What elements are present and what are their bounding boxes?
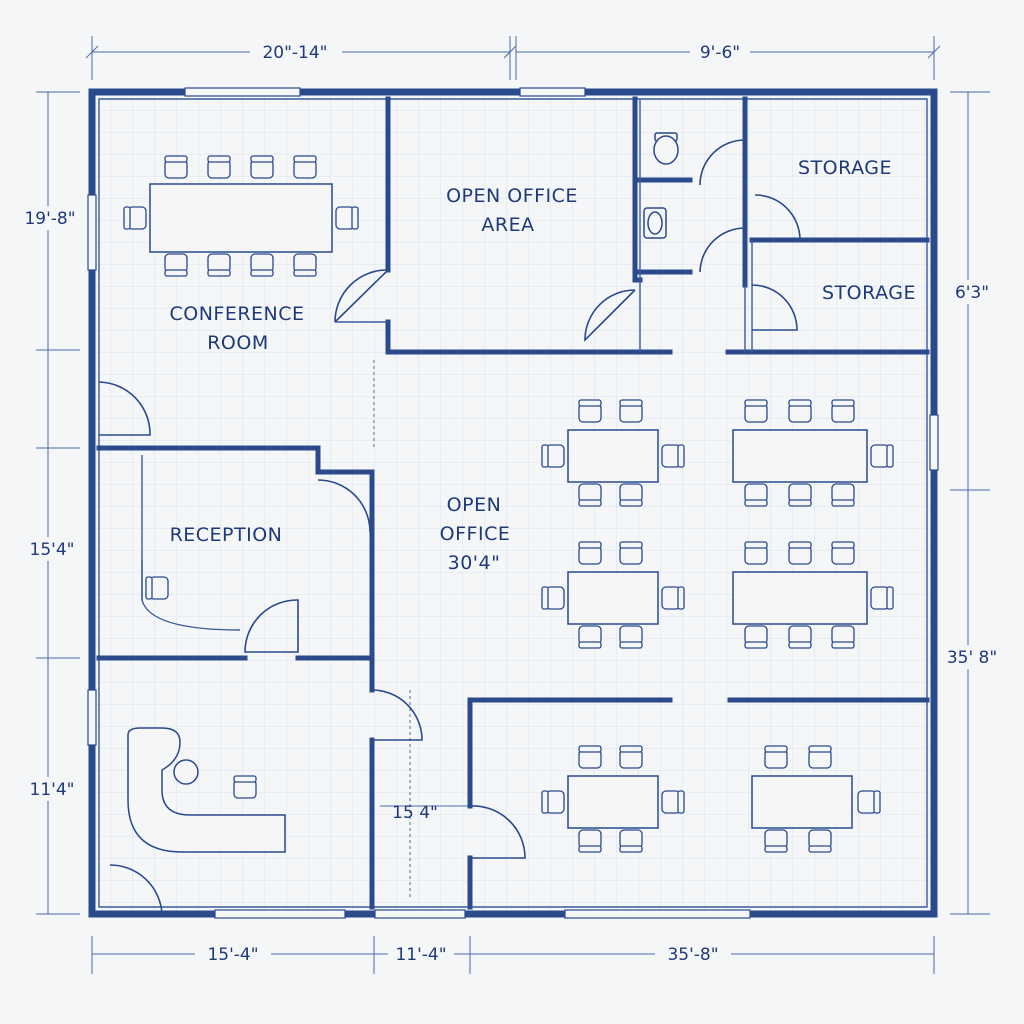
open-office-label-line2: OFFICE (440, 523, 511, 545)
bathroom-fixtures (643, 132, 679, 239)
dimension-right-upper: 6'3" (955, 283, 989, 303)
open-office-area-label: OPEN OFFICE (446, 185, 578, 207)
conference-table (123, 155, 359, 277)
conference-room-label-line2: ROOM (207, 332, 269, 354)
dimension-bottom-right: 35'-8" (667, 945, 718, 965)
dimension-left-middle: 15'4" (30, 540, 75, 560)
open-office-label: OPEN (447, 494, 502, 516)
workstation-cluster (541, 399, 894, 853)
dimension-top-left: 20"-14" (262, 43, 327, 63)
doors (98, 139, 801, 915)
open-office-area-label-line2: AREA (481, 214, 534, 236)
dimension-corridor: 15 4" (392, 803, 438, 823)
dimension-right-lower: 35' 8" (947, 648, 997, 668)
room-labels: CONFERENCE ROOM OPEN OFFICE AREA STORAGE… (169, 157, 916, 574)
dimension-bottom-middle: 11'-4" (395, 945, 446, 965)
dimension-top-right: 9'-6" (700, 43, 740, 63)
reception-label: RECEPTION (170, 524, 283, 546)
storage-room-label: STORAGE (798, 157, 892, 179)
dimension-left-lower: 11'4" (30, 780, 75, 800)
open-office-dimension-label: 30'4" (448, 552, 501, 574)
storage-room-label-lower: STORAGE (822, 282, 916, 304)
windows (87, 87, 939, 919)
conference-room-label: CONFERENCE (169, 303, 304, 325)
interior-walls (96, 96, 930, 910)
dimension-left-upper: 19'-8" (24, 209, 75, 229)
dimension-bottom-left: 15'-4" (207, 945, 258, 965)
dimension-labels: 20"-14" 9'-6" 19'-8" 15'4" 11'4" 6'3" 35… (18, 40, 1004, 966)
exterior-walls (88, 88, 938, 918)
reception-furniture (127, 560, 286, 853)
